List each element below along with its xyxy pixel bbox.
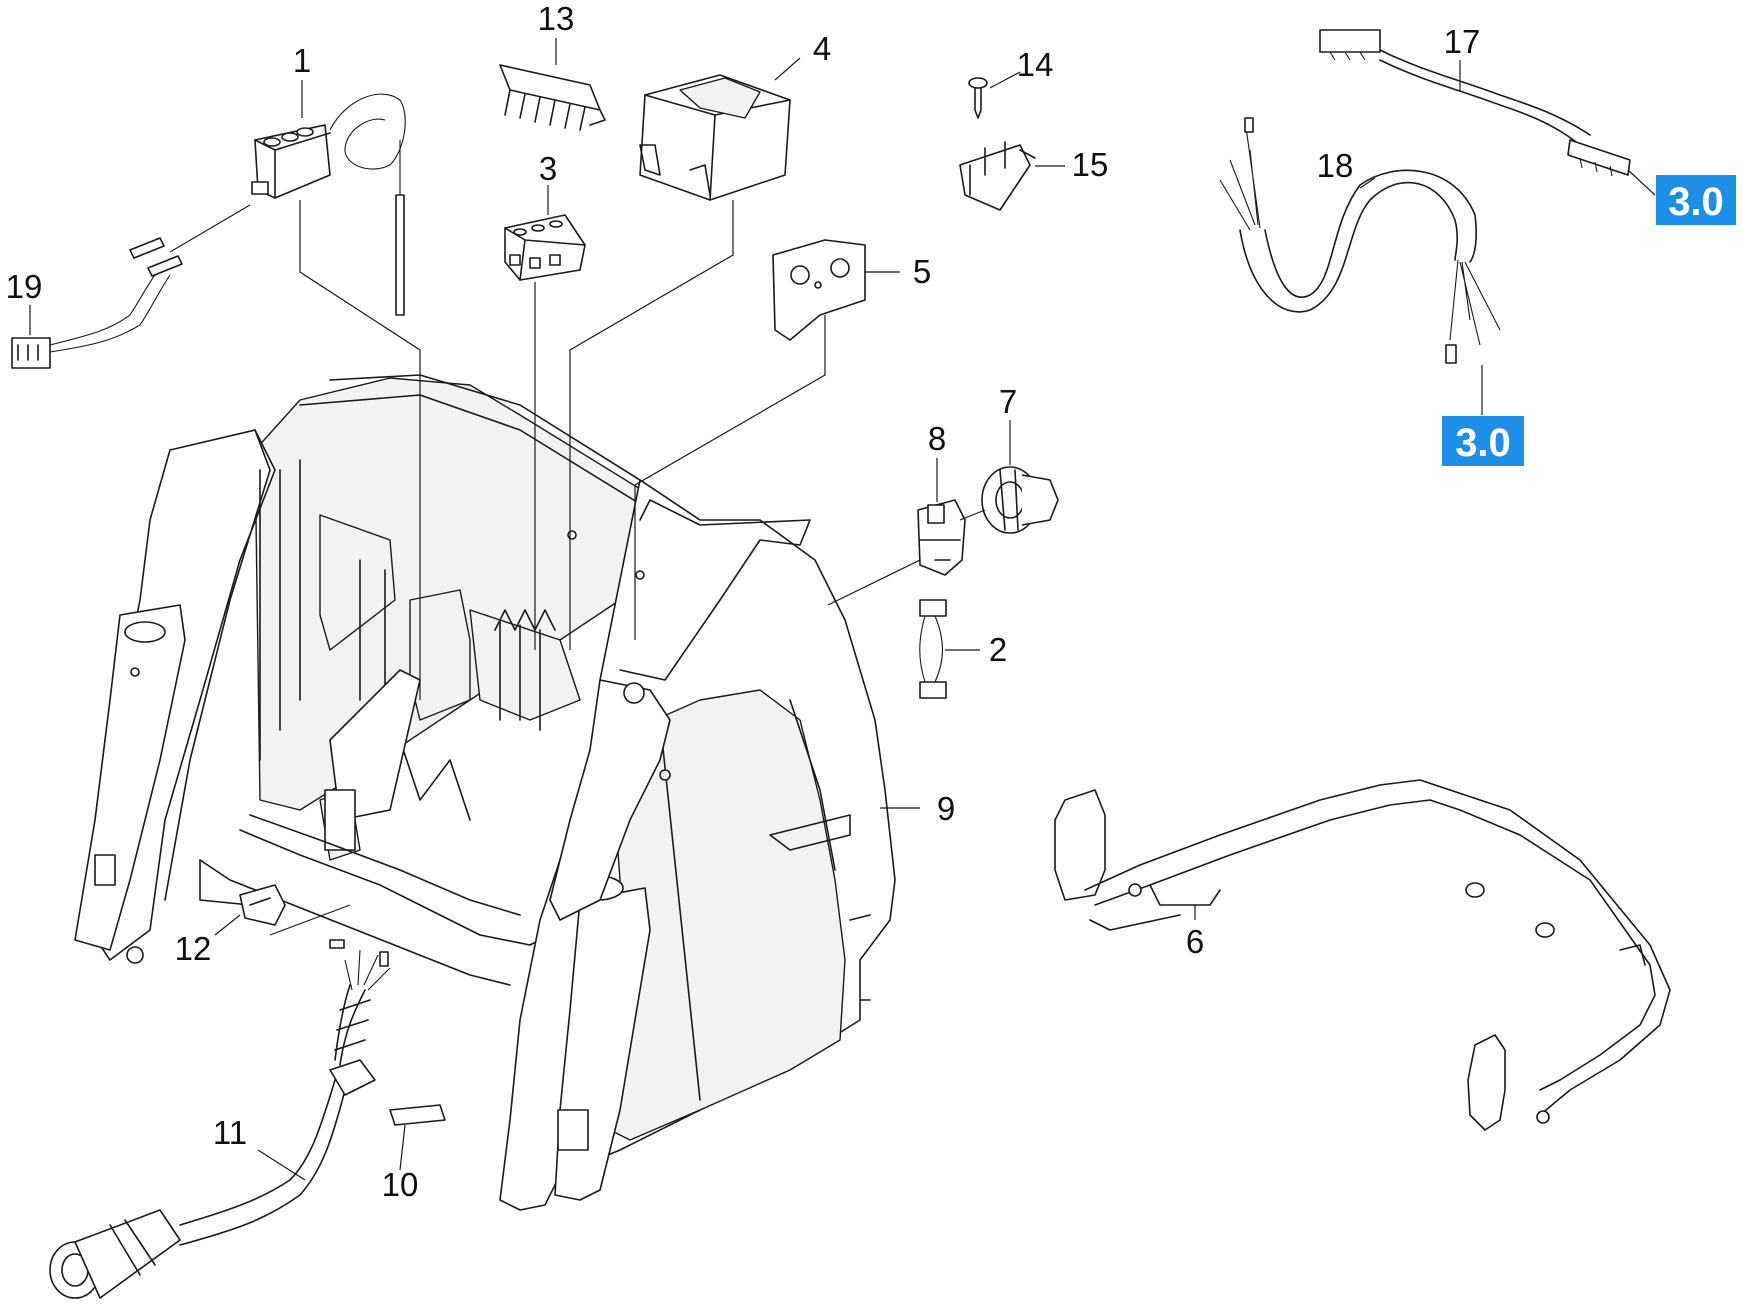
transformer-part-4 [639,74,791,201]
callout-3: 3 [539,150,557,187]
bracket-part-15 [959,141,1036,211]
reference-badge-17-text: 3.0 [1668,180,1724,224]
terminal-block-part-3 [504,214,586,281]
cable-part-18 [1219,117,1501,364]
callout-8: 8 [928,420,946,457]
leader-lines [29,38,1656,1181]
callout-14: 14 [1017,46,1054,83]
strain-relief-part-10 [389,1104,446,1126]
callout-labels: 1 19 13 4 3 14 15 5 7 8 2 9 6 17 18 11 1… [6,0,1481,1203]
callout-9: 9 [937,790,955,827]
cable-comb-part-13 [499,64,606,131]
plate-part-5 [772,239,866,341]
screw-part-14 [968,77,988,119]
thermostat-part-1 [251,93,406,316]
reference-badge-cable-17[interactable]: 3.0 [1656,175,1736,225]
switch-part-8 [917,499,966,576]
callout-19: 19 [6,268,43,305]
frame-part-6 [1054,779,1671,1131]
callout-11: 11 [213,1114,247,1151]
housing-part-9 [74,374,896,1211]
callout-12: 12 [175,930,212,967]
callout-15: 15 [1072,146,1109,183]
cable-part-19 [11,204,251,369]
callout-5: 5 [913,253,931,290]
callout-18: 18 [1317,147,1354,184]
callout-10: 10 [382,1166,419,1203]
callout-2: 2 [989,631,1007,668]
callout-13: 13 [538,0,575,37]
callout-1: 1 [293,42,311,79]
callout-6: 6 [1186,923,1204,960]
cable-part-2 [919,599,947,699]
callout-4: 4 [813,30,831,67]
power-cord-part-11 [49,939,391,1299]
callout-17: 17 [1444,23,1481,60]
reference-badge-cable-18[interactable]: 3.0 [1442,416,1524,466]
callout-7: 7 [999,383,1017,420]
cable-part-17 [1319,29,1631,177]
clip-part-12 [239,884,286,926]
knob-part-7 [981,466,1059,534]
reference-badge-18-text: 3.0 [1455,421,1511,465]
